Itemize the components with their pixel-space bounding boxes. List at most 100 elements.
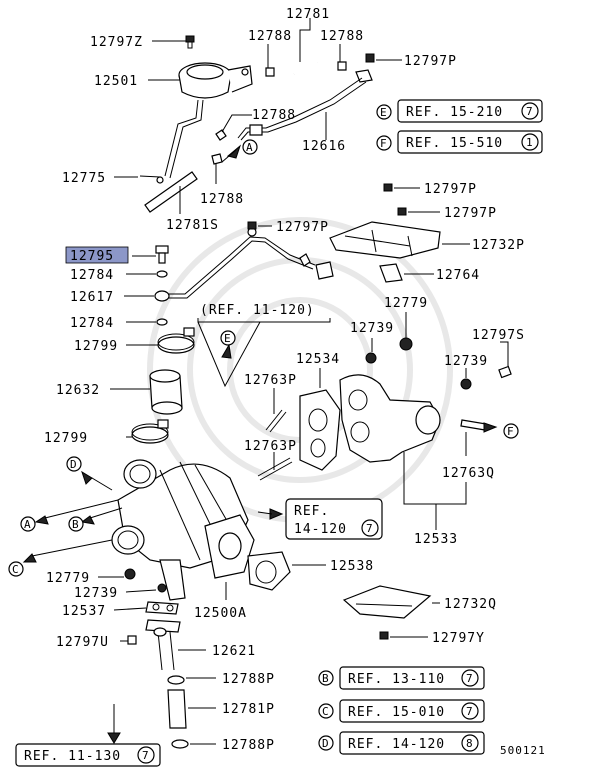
bolt-12797Z (185, 35, 195, 49)
clip-12788-mid (215, 129, 227, 141)
clamp-12799-b (131, 419, 169, 444)
part-labels: 12781 12797Z 12788 12788 12797P 12501 12… (44, 7, 545, 757)
svg-text:B: B (72, 518, 80, 531)
bolt-12797P-c (383, 183, 393, 192)
clamp-12788P-b (171, 739, 189, 749)
circle-letter-C: C (8, 561, 24, 577)
circle-letter-F-mid: F (503, 423, 519, 439)
label-12779-b: 12779 (46, 571, 90, 586)
svg-text:REF. 13-110: REF. 13-110 (348, 672, 445, 687)
label-12788-c: 12788 (252, 108, 296, 123)
circle-letter-B: B (68, 516, 84, 532)
label-12797U: 12797U (56, 635, 109, 650)
svg-text:14-120: 14-120 (294, 522, 347, 537)
gasket-12534 (299, 389, 341, 471)
label-12784-a: 12784 (70, 268, 114, 283)
gasket-12537 (145, 601, 179, 615)
label-12533: 12533 (414, 532, 458, 547)
bolt-12797Y (379, 631, 389, 640)
label-12534: 12534 (296, 352, 340, 367)
label-12788P-a: 12788P (222, 672, 275, 687)
svg-text:E: E (380, 106, 388, 119)
label-12739-c: 12739 (74, 586, 118, 601)
svg-text:REF. 11-130: REF. 11-130 (24, 749, 121, 764)
exhaust-manifold-12533 (339, 374, 441, 463)
label-12779-a: 12779 (384, 296, 428, 311)
label-12788-a: 12788 (248, 29, 292, 44)
label-12538: 12538 (330, 559, 374, 574)
label-12781: 12781 (286, 7, 330, 22)
banjo-bolt-12795 (155, 245, 169, 264)
clamp-12788P-a (167, 675, 185, 685)
label-12797P-d: 12797P (444, 206, 497, 221)
bolt-12797S (498, 365, 512, 379)
svg-text:8: 8 (466, 737, 474, 750)
label-12763P-b: 12763P (244, 439, 297, 454)
hose-12781S (144, 171, 198, 213)
label-12797Y: 12797Y (432, 631, 485, 646)
label-12799-b: 12799 (44, 431, 88, 446)
nut-12739-c (157, 583, 167, 593)
gasket-12538 (247, 551, 291, 591)
label-12621: 12621 (212, 644, 256, 659)
svg-text:7: 7 (142, 749, 150, 762)
svg-text:D: D (70, 458, 78, 471)
pipe-12616 (237, 77, 367, 141)
label-12781S: 12781S (166, 218, 219, 233)
wastegate-actuator (164, 62, 253, 179)
svg-text:A: A (24, 518, 32, 531)
ref-11-130[interactable]: REF. 11-130 7 (15, 743, 161, 767)
ref-15-010[interactable]: C REF. 15-010 7 (318, 699, 485, 723)
svg-text:B: B (322, 672, 330, 685)
oil-return-12621 (145, 619, 181, 671)
svg-text:C: C (322, 705, 330, 718)
ref-11-120-bracket (197, 318, 331, 388)
label-12797Z: 12797Z (90, 35, 143, 50)
bolt-12797U (127, 635, 137, 645)
svg-text:(REF. 11-120): (REF. 11-120) (200, 303, 315, 318)
svg-text:REF. 15-010: REF. 15-010 (348, 705, 445, 720)
ref-14-120-bottom[interactable]: D REF. 14-120 8 (318, 731, 485, 755)
nut-12779-a (399, 337, 413, 351)
clip-12788-top-b (337, 61, 347, 71)
label-12764: 12764 (436, 268, 480, 283)
label-12797P-top: 12797P (404, 54, 457, 69)
label-12763Q: 12763Q (442, 466, 495, 481)
ref-11-120[interactable]: (REF. 11-120) (200, 303, 315, 318)
svg-text:1: 1 (526, 136, 534, 149)
circle-letter-A-top: A (242, 139, 258, 155)
ref-15-510[interactable]: F REF. 15-510 1 (376, 130, 543, 154)
label-12739-a: 12739 (350, 321, 394, 336)
svg-text:A: A (246, 141, 254, 154)
nut-12739-b (460, 378, 472, 390)
label-12739-b: 12739 (444, 354, 488, 369)
svg-text:F: F (507, 425, 515, 438)
circle-letter-E-mid: E (220, 330, 236, 346)
svg-text:7: 7 (466, 672, 474, 685)
svg-text:7: 7 (526, 105, 534, 118)
svg-text:REF. 15-510: REF. 15-510 (406, 136, 503, 151)
fitting-12797P-top (355, 53, 375, 83)
heat-protector-12732P (329, 221, 441, 259)
svg-text:7: 7 (466, 705, 474, 718)
circle-letter-D: D (66, 456, 82, 472)
arrows (22, 144, 498, 744)
svg-text:F: F (380, 137, 388, 150)
ref-14-120-turbo[interactable]: REF. 14-120 7 (285, 498, 383, 540)
eye-12617 (154, 290, 170, 302)
svg-text:REF. 14-120: REF. 14-120 (348, 737, 445, 752)
label-12795: 12795 (70, 249, 114, 264)
label-12732P: 12732P (472, 238, 525, 253)
heat-protector-12732Q (342, 585, 432, 619)
label-12784-b: 12784 (70, 316, 114, 331)
ref-15-210[interactable]: E REF. 15-210 7 (376, 99, 543, 123)
rod-12775 (139, 175, 164, 184)
ref-13-110[interactable]: B REF. 13-110 7 (318, 666, 485, 690)
label-12799-a: 12799 (74, 339, 118, 354)
label-12537: 12537 (62, 604, 106, 619)
hose-12781 (292, 61, 319, 75)
clamp-12799-a (157, 327, 195, 354)
nut-12739-a (365, 352, 377, 364)
label-12763P-a: 12763P (244, 373, 297, 388)
